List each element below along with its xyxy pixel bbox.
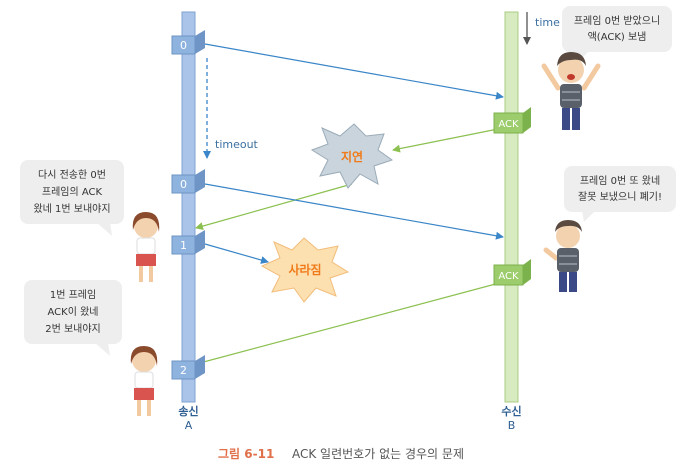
- bubble-line: 다시 전송한 0번: [38, 169, 106, 181]
- sender-timeline: [181, 11, 196, 403]
- bubble-line: 1번 프레임: [50, 288, 96, 301]
- bubble-line: 프레임 0번 또 왔네: [580, 174, 660, 187]
- receiver-id-label: B: [508, 419, 516, 432]
- bubble-line: 잘못 보냈으니 폐기!: [578, 191, 662, 203]
- bubble-line: 프레임의 ACK: [42, 185, 103, 198]
- girl-character-icon: [132, 212, 160, 282]
- ack-1-delayed-arrow: [195, 183, 353, 230]
- girl-character-icon: [130, 346, 158, 416]
- delay-cloud: 지연: [310, 123, 394, 189]
- figure-caption: 그림 6-11 ACK 일련번호가 없는 경우의 문제: [218, 447, 464, 461]
- time-label: time: [535, 16, 560, 29]
- sender-frame-box: 2: [171, 355, 205, 380]
- bubble-line: 액(ACK) 보냄: [588, 31, 647, 43]
- sender-frame-box: 0: [171, 169, 205, 194]
- receiver-ack-box: ACK: [493, 259, 531, 286]
- bubble-line: 프레임 0번 받았으니: [574, 14, 660, 27]
- resend-frame-0-arrow: [204, 183, 504, 240]
- send-frame-0-arrow: [204, 43, 504, 100]
- ack-2-arrow: [195, 281, 504, 367]
- sender-frame-label: 2: [180, 364, 187, 377]
- delay-cloud-label: 지연: [341, 149, 363, 164]
- sender-frame-box: 1: [171, 230, 205, 255]
- sender-label: 송신: [178, 404, 198, 418]
- bubble-line: 왔네 1번 보내야지: [33, 203, 110, 215]
- timeout-arrow: timeout: [203, 58, 259, 159]
- time-arrow: time: [523, 12, 560, 45]
- receiver-ack-label: ACK: [498, 119, 519, 130]
- bubble-sender-top: 다시 전송한 0번 프레임의 ACK 왔네 1번 보내야지: [20, 160, 124, 236]
- send-frame-1-arrow: [204, 243, 269, 264]
- sender-frame-label: 1: [180, 239, 187, 252]
- receiver-label: 수신: [501, 404, 521, 418]
- bubble-sender-bottom: 1번 프레임 ACK이 왔네 2번 보내야지: [24, 280, 122, 356]
- timeout-label: timeout: [215, 138, 259, 151]
- caption-label: 그림 6-11: [218, 447, 274, 461]
- message-arrows: [195, 43, 504, 367]
- lost-cloud-label: 사라짐: [288, 262, 321, 277]
- receiver-ack-label: ACK: [498, 271, 519, 282]
- sender-id-label: A: [185, 419, 193, 432]
- receiver-timeline: [504, 11, 519, 403]
- sender-frame-box: 0: [171, 30, 205, 55]
- sender-frame-label: 0: [180, 178, 187, 191]
- sender-frame-label: 0: [180, 39, 187, 52]
- caption-text: ACK 일련번호가 없는 경우의 문제: [292, 447, 464, 461]
- lost-cloud: 사라짐: [260, 237, 350, 303]
- bubble-line: ACK이 왔네: [48, 306, 99, 318]
- receiver-ack-box: ACK: [493, 107, 531, 134]
- ack-1-arrow: [392, 127, 504, 153]
- bubble-line: 2번 보내야지: [45, 323, 101, 335]
- bubble-receiver-mid: 프레임 0번 또 왔네 잘못 보냈으니 폐기!: [564, 166, 676, 222]
- boy-character-icon: [541, 52, 601, 130]
- boy-character-icon: [543, 220, 582, 292]
